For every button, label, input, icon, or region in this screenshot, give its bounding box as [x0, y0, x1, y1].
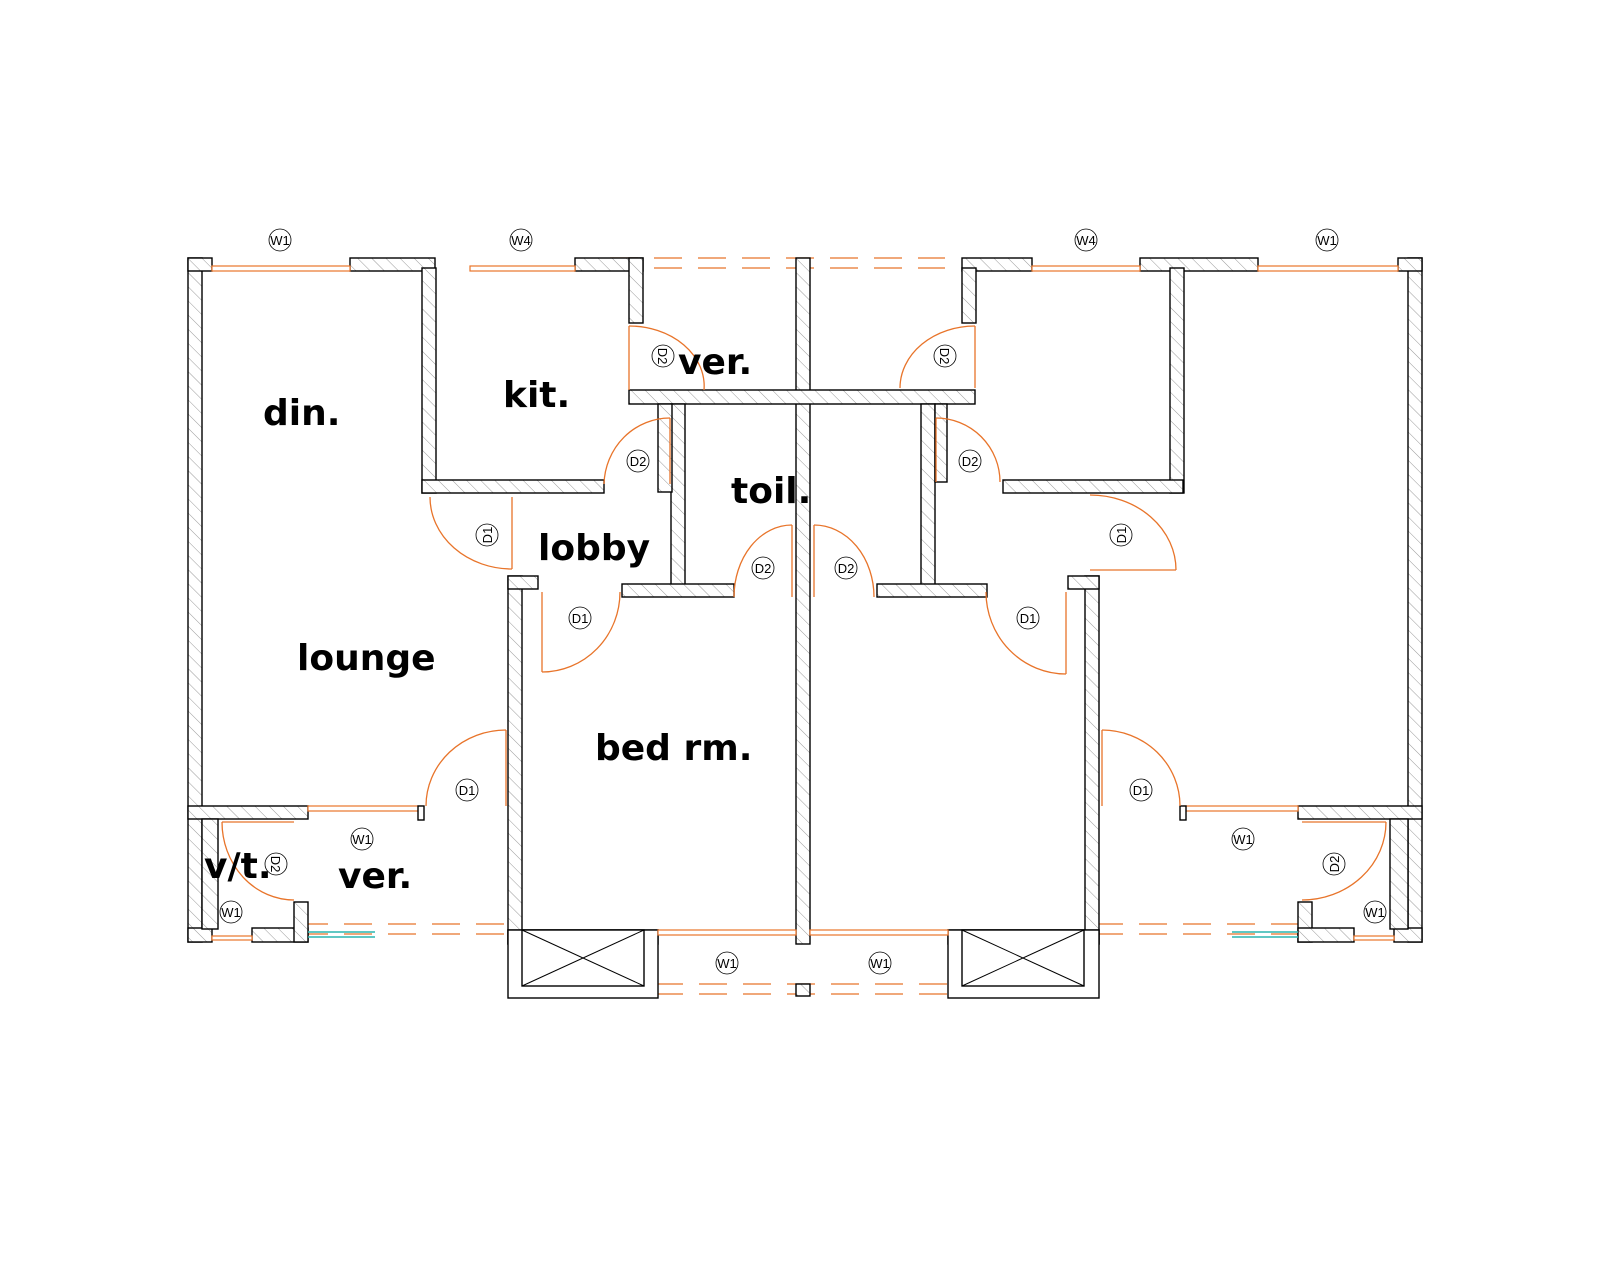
room-label-dining: din.: [263, 393, 340, 434]
door-tag-d2-toilet-right: D2: [834, 556, 858, 580]
door-tag-d1-bed: D1: [568, 606, 592, 630]
window-tag-w1-vt-right: W1: [1363, 900, 1387, 924]
bay-boxes: [507, 929, 1100, 999]
window-tag-w1-bed-left: W1: [715, 951, 739, 975]
room-label-toilet: toil.: [731, 471, 811, 512]
svg-text:W1: W1: [352, 832, 372, 847]
window-tag-w4-top-right: W4: [1074, 228, 1098, 252]
svg-text:D1: D1: [1020, 611, 1037, 626]
window-tag-w1-top-left: W1: [268, 228, 292, 252]
svg-text:D2: D2: [838, 561, 855, 576]
door-tag-d1-right-lobby: D1: [1109, 523, 1133, 547]
svg-text:D2: D2: [630, 454, 647, 469]
svg-text:W1: W1: [717, 956, 737, 971]
window-tag-w1-lounge: W1: [350, 827, 374, 851]
window-tag-w1-top-right: W1: [1315, 228, 1339, 252]
doors: [221, 325, 1387, 901]
window-tag-w1-right-lounge: W1: [1231, 827, 1255, 851]
svg-text:D2: D2: [655, 348, 670, 365]
door-tag-d1-lobby-left: D1: [475, 523, 499, 547]
svg-text:D1: D1: [480, 527, 495, 544]
svg-text:W1: W1: [270, 233, 290, 248]
room-label-lobby: lobby: [538, 528, 650, 569]
room-label-vt: v/t.: [204, 846, 272, 887]
room-label-bedroom: bed rm.: [595, 728, 752, 769]
windows: [211, 265, 1399, 941]
door-tag-d1-right-bed: D1: [1016, 606, 1040, 630]
svg-text:D1: D1: [1114, 527, 1129, 544]
window-tag-w4-top-left: W4: [509, 228, 533, 252]
window-tag-w1-bed-right: W1: [868, 951, 892, 975]
window-tag-w1-vt-left: W1: [219, 900, 243, 924]
svg-text:D1: D1: [1133, 783, 1150, 798]
svg-text:D2: D2: [755, 561, 772, 576]
svg-text:W4: W4: [1076, 233, 1096, 248]
room-label-verandah-bottom: ver.: [338, 856, 412, 897]
door-tag-d2-vt-right: D2: [1322, 852, 1346, 876]
room-label-lounge: lounge: [297, 638, 436, 679]
room-label-verandah-top: ver.: [678, 342, 752, 383]
svg-text:W1: W1: [1317, 233, 1337, 248]
svg-text:D1: D1: [459, 783, 476, 798]
door-tag-d2-kitchen: D2: [626, 449, 650, 473]
svg-text:W1: W1: [221, 905, 241, 920]
svg-text:W1: W1: [870, 956, 890, 971]
svg-text:D2: D2: [937, 348, 952, 365]
svg-text:W4: W4: [511, 233, 531, 248]
door-tag-d2-vt-left: D2: [264, 852, 288, 876]
svg-text:D2: D2: [962, 454, 979, 469]
door-tag-d2-right-kitchen: D2: [958, 449, 982, 473]
walls: [187, 257, 1423, 997]
svg-text:D1: D1: [572, 611, 589, 626]
svg-text:W1: W1: [1233, 832, 1253, 847]
door-tag-d1-lounge: D1: [455, 778, 479, 802]
svg-text:W1: W1: [1365, 905, 1385, 920]
door-tag-d1-right-lounge: D1: [1129, 778, 1153, 802]
door-tag-d2-right-ver: D2: [933, 344, 957, 368]
svg-text:D2: D2: [268, 856, 283, 873]
door-tag-d2-ver: D2: [651, 344, 675, 368]
svg-text:D2: D2: [1327, 856, 1342, 873]
room-label-kitchen: kit.: [503, 375, 570, 416]
door-tag-d2-toilet-left: D2: [751, 556, 775, 580]
